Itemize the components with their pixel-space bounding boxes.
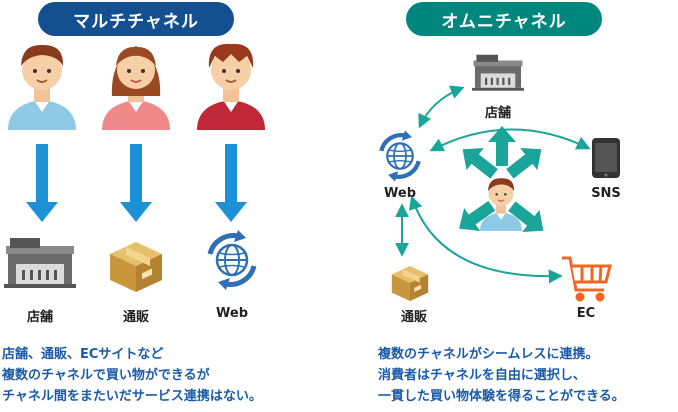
customer-2-icon [102,46,170,130]
omnichannel-description-line-2: 消費者はチャネルを自由に選択し、 [378,368,586,383]
channel-label-store: 店舗 [26,310,53,325]
omni-label-sns: SNS [591,186,621,201]
cart-icon [562,256,612,302]
smartphone-icon [592,138,620,178]
customer-1-icon [7,44,77,131]
store-icon [4,238,76,288]
multichannel-title: マルチチャネル [38,2,234,36]
customer-3-icon [197,43,265,130]
omni-label-web: Web [384,186,416,201]
down-arrow-3-icon [215,144,247,222]
omni-label-store: 店舗 [484,106,511,121]
down-arrow-2-icon [120,144,152,222]
omni-box-icon [391,266,429,301]
omni-arrows [459,126,544,232]
omnichannel-description-line-1: 複数のチャネルがシームレスに連携。 [378,347,599,362]
multichannel-description-line-1: 店舗、通販、ECサイトなど [2,347,164,362]
multichannel-description-line-3: チャネル間をまたいだサービス連携はない。 [2,389,262,404]
multichannel-description-line-2: 複数のチャネルで買い物ができるが [2,368,210,383]
globe-icon [210,230,254,290]
down-arrow-1-icon [26,144,58,222]
box-icon [110,242,162,292]
omnichannel-title: オムニチャネル [406,2,602,36]
omnichannel-description-line-3: 一貫した買い物体験を得ることができる。 [378,389,625,404]
omni-store-icon [472,54,524,91]
omni-label-ec: EC [576,306,596,321]
omnichannel-description: 複数のチャネルがシームレスに連携。 消費者はチャネルを自由に選択し、 一貫した買… [378,344,625,407]
omni-label-mail-order: 通販 [400,310,427,325]
channel-label-mail-order: 通販 [122,310,149,325]
omni-connectors [395,85,591,284]
channel-label-web: Web [216,306,248,321]
multichannel-description: 店舗、通販、ECサイトなど 複数のチャネルで買い物ができるが チャネル間をまたい… [2,344,262,407]
omni-globe-icon [381,131,418,182]
